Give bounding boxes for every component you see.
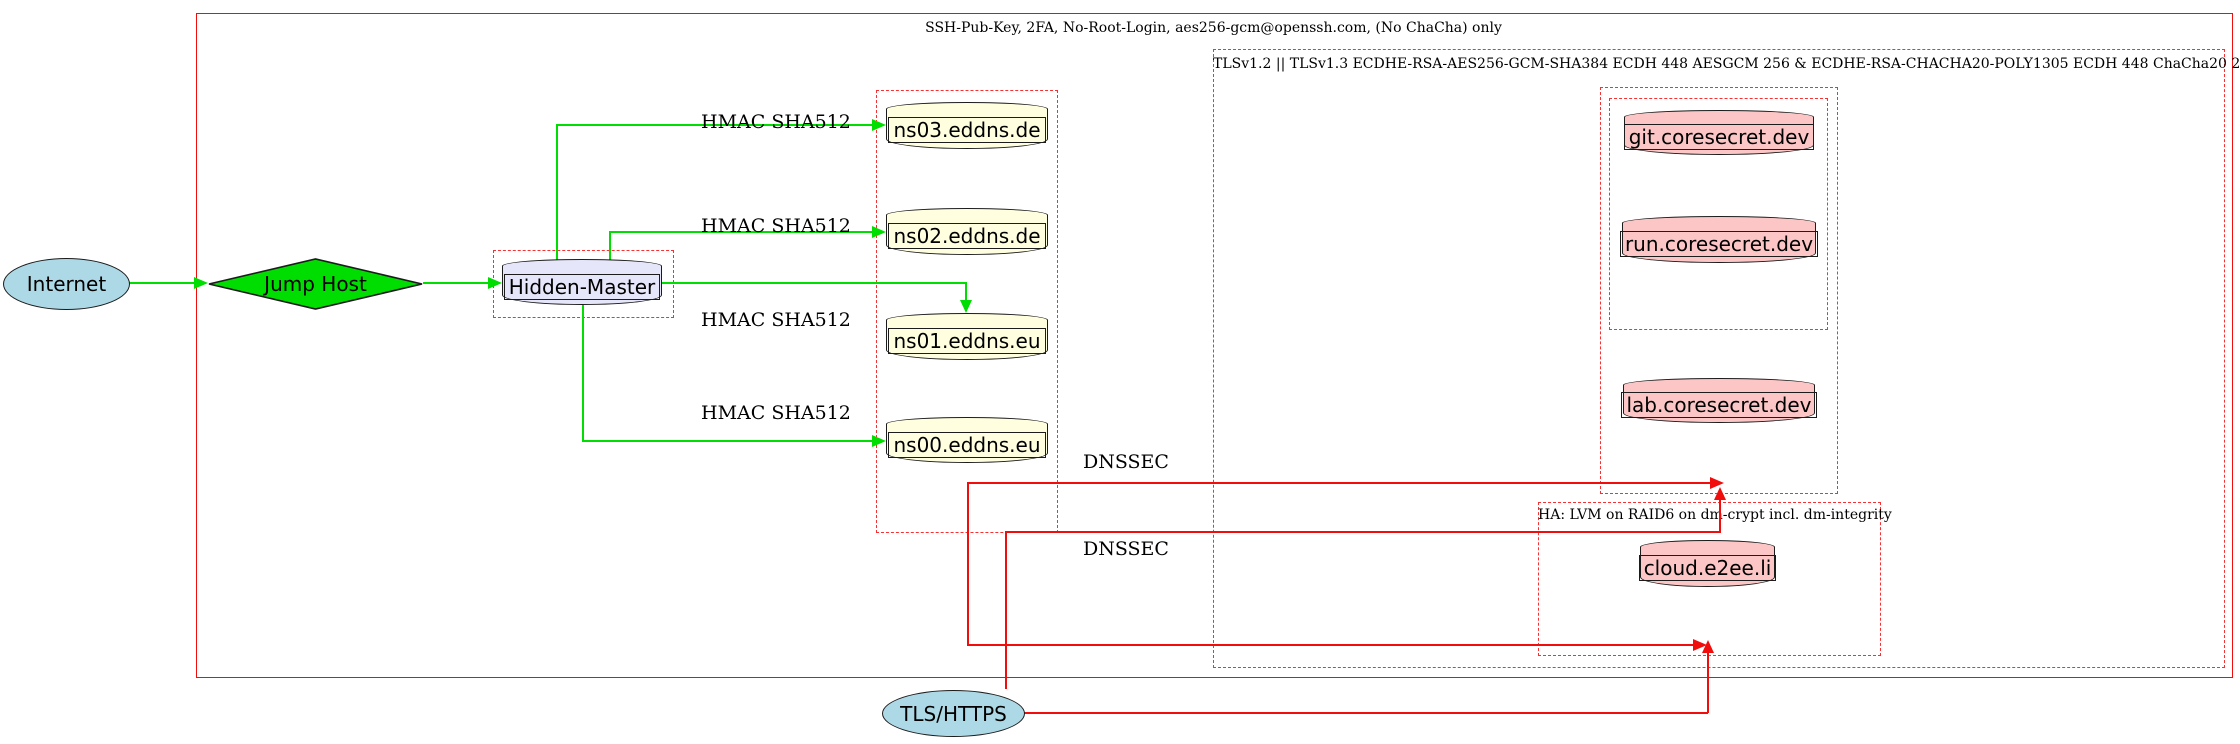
- node-ns01: ns01.eddns.eu: [886, 313, 1048, 360]
- edge-tlshttps-coresecret-vertical2: [1719, 499, 1721, 532]
- edge-label-dnssec-upper: DNSSEC: [1083, 451, 1169, 473]
- edge-hm-ns01-horizontal: [662, 282, 966, 284]
- node-jump-host: Jump Host: [208, 258, 423, 310]
- edge-internet-jumphost: [128, 282, 195, 284]
- node-ns02-label: ns02.eddns.de: [888, 223, 1046, 249]
- cluster-ssh-label: SSH-Pub-Key, 2FA, No-Root-Login, aes256-…: [925, 20, 1502, 36]
- node-tls-https-label: TLS/HTTPS: [900, 701, 1007, 726]
- node-git: git.coresecret.dev: [1623, 110, 1815, 155]
- edge-label-hmac-ns00: HMAC SHA512: [701, 402, 851, 424]
- arrowhead-ns01: [960, 300, 972, 313]
- jump-host-diamond-shape: [208, 258, 423, 310]
- arrowhead-hiddenmaster: [488, 277, 502, 289]
- edge-label-hmac-ns01: HMAC SHA512: [701, 309, 851, 331]
- edge-dnssec-coresecret-horizontal: [967, 482, 1711, 484]
- arrowhead-coresecret-tls: [1714, 487, 1726, 500]
- cluster-ha-box: [1538, 502, 1881, 656]
- edge-dnssec-ha-horizontal: [967, 644, 1694, 646]
- node-hidden-master: Hidden-Master: [502, 259, 662, 305]
- node-internet: Internet: [3, 258, 130, 310]
- edge-label-dnssec-lower: DNSSEC: [1083, 538, 1169, 560]
- node-ns03-label: ns03.eddns.de: [888, 117, 1046, 143]
- edge-hm-ns01-vertical: [965, 282, 967, 301]
- cluster-git-run-box: [1609, 98, 1828, 330]
- arrowhead-coresecret-dnssec: [1710, 477, 1724, 489]
- edge-tlshttps-coresecret-vertical1: [1005, 531, 1007, 689]
- node-lab-label: lab.coresecret.dev: [1621, 392, 1817, 418]
- node-cloud-label: cloud.e2ee.li: [1638, 555, 1777, 581]
- edge-tlshttps-ha-horizontal: [1021, 712, 1708, 714]
- edge-hm-ns00-vertical: [582, 305, 584, 442]
- edge-dnssec-shared-vertical: [967, 482, 969, 646]
- edge-hm-ns03-horizontal: [556, 124, 873, 126]
- cluster-ha-label: HA: LVM on RAID6 on dm-crypt incl. dm-in…: [1538, 507, 1892, 523]
- arrowhead-ha-tls: [1702, 640, 1714, 653]
- cluster-tls-box: [1213, 49, 2225, 668]
- edge-jumphost-hiddenmaster: [423, 282, 489, 284]
- edge-hm-ns02-horizontal: [609, 231, 873, 233]
- node-run-label: run.coresecret.dev: [1619, 231, 1819, 257]
- edge-hm-ns03-vertical: [556, 124, 558, 260]
- cluster-ssh-box: [196, 13, 2233, 678]
- cluster-tls-label: TLSv1.2 || TLSv1.3 ECDHE-RSA-AES256-GCM-…: [1213, 56, 2240, 72]
- node-ns00-label: ns00.eddns.eu: [888, 431, 1046, 458]
- edge-label-hmac-ns03: HMAC SHA512: [701, 111, 851, 133]
- edge-hm-ns00-horizontal: [582, 440, 873, 442]
- node-ns01-label: ns01.eddns.eu: [888, 328, 1046, 354]
- arrowhead-jumphost: [194, 277, 208, 289]
- edge-hm-ns02-vertical: [609, 231, 611, 260]
- node-ns00: ns00.eddns.eu: [886, 417, 1048, 463]
- node-cloud: cloud.e2ee.li: [1638, 540, 1777, 587]
- arrowhead-ns02: [872, 226, 886, 238]
- node-tls-https: TLS/HTTPS: [882, 690, 1025, 737]
- node-ns03: ns03.eddns.de: [886, 102, 1048, 149]
- node-internet-label: Internet: [26, 272, 107, 296]
- node-lab: lab.coresecret.dev: [1621, 378, 1817, 423]
- edge-tlshttps-ha-vertical: [1707, 652, 1709, 713]
- arrowhead-ns03: [872, 119, 886, 131]
- edge-tlshttps-coresecret-horizontal: [1005, 531, 1721, 533]
- node-jump-host-label: Jump Host: [264, 272, 367, 296]
- node-git-label: git.coresecret.dev: [1623, 124, 1815, 150]
- node-hidden-master-label: Hidden-Master: [503, 273, 661, 300]
- node-ns02: ns02.eddns.de: [886, 208, 1048, 255]
- arrowhead-ns00: [872, 435, 886, 447]
- node-run: run.coresecret.dev: [1619, 216, 1819, 263]
- edge-label-hmac-ns02: HMAC SHA512: [701, 215, 851, 237]
